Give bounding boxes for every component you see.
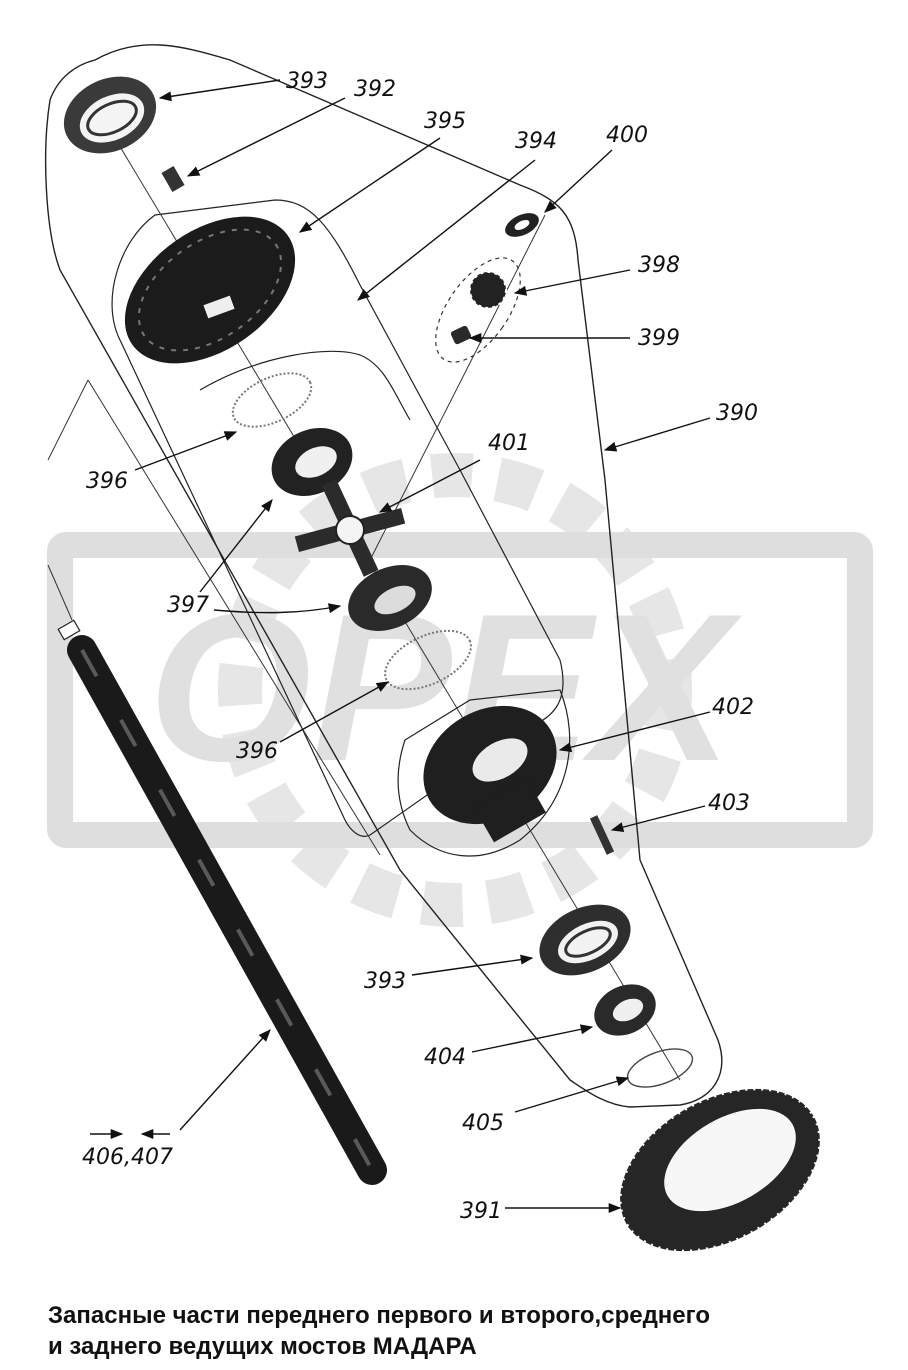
label-401: 401 <box>488 431 530 456</box>
case-lower-outline <box>397 689 571 857</box>
side-gear-397-lower <box>348 565 432 631</box>
label-392: 392 <box>354 77 396 102</box>
case-half-402 <box>423 705 557 843</box>
label-396-lower: 396 <box>236 739 278 764</box>
shaft-406-407 <box>57 619 387 1185</box>
caption-line-1: Запасные части переднего первого и второ… <box>48 1302 710 1329</box>
gear-404 <box>594 984 656 1036</box>
label-394: 394 <box>515 129 557 154</box>
bearing-393-top <box>63 76 157 154</box>
washer-396-lower <box>384 629 472 691</box>
label-395: 395 <box>424 109 466 134</box>
label-390: 390 <box>716 401 758 426</box>
label-403: 403 <box>708 791 750 816</box>
label-400: 400 <box>606 123 648 148</box>
cross-401 <box>294 479 406 577</box>
leader-lines <box>90 79 711 1214</box>
bolt-392 <box>161 165 185 193</box>
label-406-407: 406,407 <box>82 1145 173 1170</box>
label-391: 391 <box>460 1199 502 1224</box>
diagram-caption: Запасные части переднего первого и второ… <box>48 1300 898 1362</box>
bearing-393-bottom <box>539 904 631 976</box>
case-inner-outline <box>199 350 411 421</box>
label-398: 398 <box>638 253 680 278</box>
exploded-parts-diagram: OPEX <box>44 44 873 1253</box>
label-404: 404 <box>424 1045 466 1070</box>
satellite-398 <box>469 271 507 309</box>
housing-outline <box>44 44 723 1108</box>
ring-gear-395 <box>124 216 296 364</box>
label-397: 397 <box>167 593 209 618</box>
label-399: 399 <box>638 326 680 351</box>
bushing-399 <box>450 325 472 345</box>
label-402: 402 <box>712 695 754 720</box>
side-gear-397-upper <box>271 427 353 497</box>
label-405: 405 <box>462 1111 504 1136</box>
ring-gear-391 <box>618 1087 822 1253</box>
washer-400 <box>505 213 539 237</box>
washer-396-upper <box>231 372 313 428</box>
label-393-bottom: 393 <box>364 969 406 994</box>
bolt-403 <box>589 815 615 855</box>
part-labels: 393 392 395 394 400 398 399 390 401 396 … <box>82 69 758 1224</box>
label-393-top: 393 <box>286 69 328 94</box>
washer-405 <box>626 1048 694 1088</box>
label-396-upper: 396 <box>86 469 128 494</box>
caption-line-2: и заднего ведущих мостов МАДАРА <box>48 1333 477 1360</box>
